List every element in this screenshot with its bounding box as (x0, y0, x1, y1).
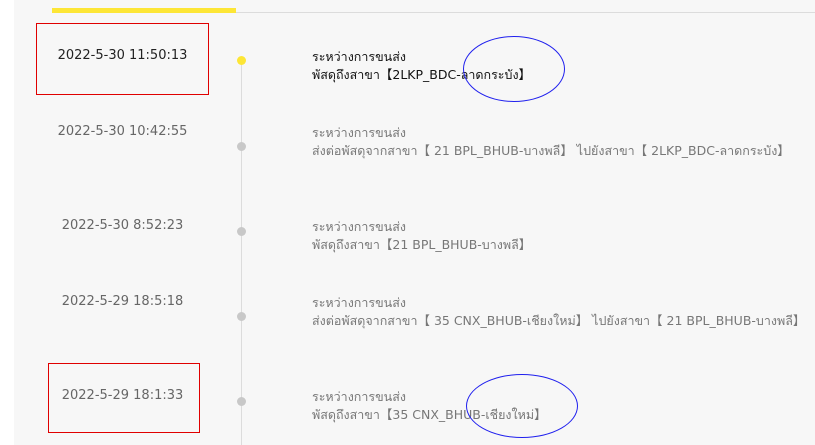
event-time: 2022-5-30 10:42:55 (57, 124, 188, 139)
event-detail: พัสดุถึงสาขา【21 BPL_BHUB-บางพลี】 (312, 237, 532, 252)
timeline-dot (237, 142, 246, 151)
event-status: ระหว่างการขนส่ง (312, 295, 406, 310)
highlight-box (48, 363, 200, 433)
event-status: ระหว่างการขนส่ง (312, 389, 406, 404)
tab-divider (52, 12, 815, 13)
event-detail: ส่งต่อพัสดุจากสาขา【 35 CNX_BHUB-เชียงใหม… (312, 313, 806, 328)
event-content: ระหว่างการขนส่ง ส่งต่อพัสดุจากสาขา【 21 B… (312, 124, 802, 160)
event-status: ระหว่างการขนส่ง (312, 125, 406, 140)
timeline-dot (237, 397, 246, 406)
tab-active-indicator[interactable] (52, 8, 236, 13)
timeline-dot-active (237, 56, 246, 65)
tracking-panel (14, 0, 815, 445)
event-detail: ส่งต่อพัสดุจากสาขา【 21 BPL_BHUB-บางพลี】 … (312, 143, 790, 158)
timeline-dot (237, 312, 246, 321)
highlight-ellipse (463, 36, 565, 102)
event-time: 2022-5-29 18:5:18 (61, 294, 184, 309)
event-status: ระหว่างการขนส่ง (312, 219, 406, 234)
event-time: 2022-5-30 8:52:23 (61, 218, 184, 233)
event-content: ระหว่างการขนส่ง พัสดุถึงสาขา【21 BPL_BHUB… (312, 218, 802, 254)
timeline-line (241, 60, 242, 445)
highlight-ellipse (466, 374, 578, 438)
highlight-box (36, 23, 209, 95)
event-time: 2022-5-30 11:50:13 (57, 48, 188, 63)
event-time: 2022-5-29 18:1:33 (61, 388, 184, 403)
event-status: ระหว่างการขนส่ง (312, 49, 406, 64)
timeline-dot (237, 227, 246, 236)
event-content: ระหว่างการขนส่ง ส่งต่อพัสดุจากสาขา【 35 C… (312, 294, 806, 330)
